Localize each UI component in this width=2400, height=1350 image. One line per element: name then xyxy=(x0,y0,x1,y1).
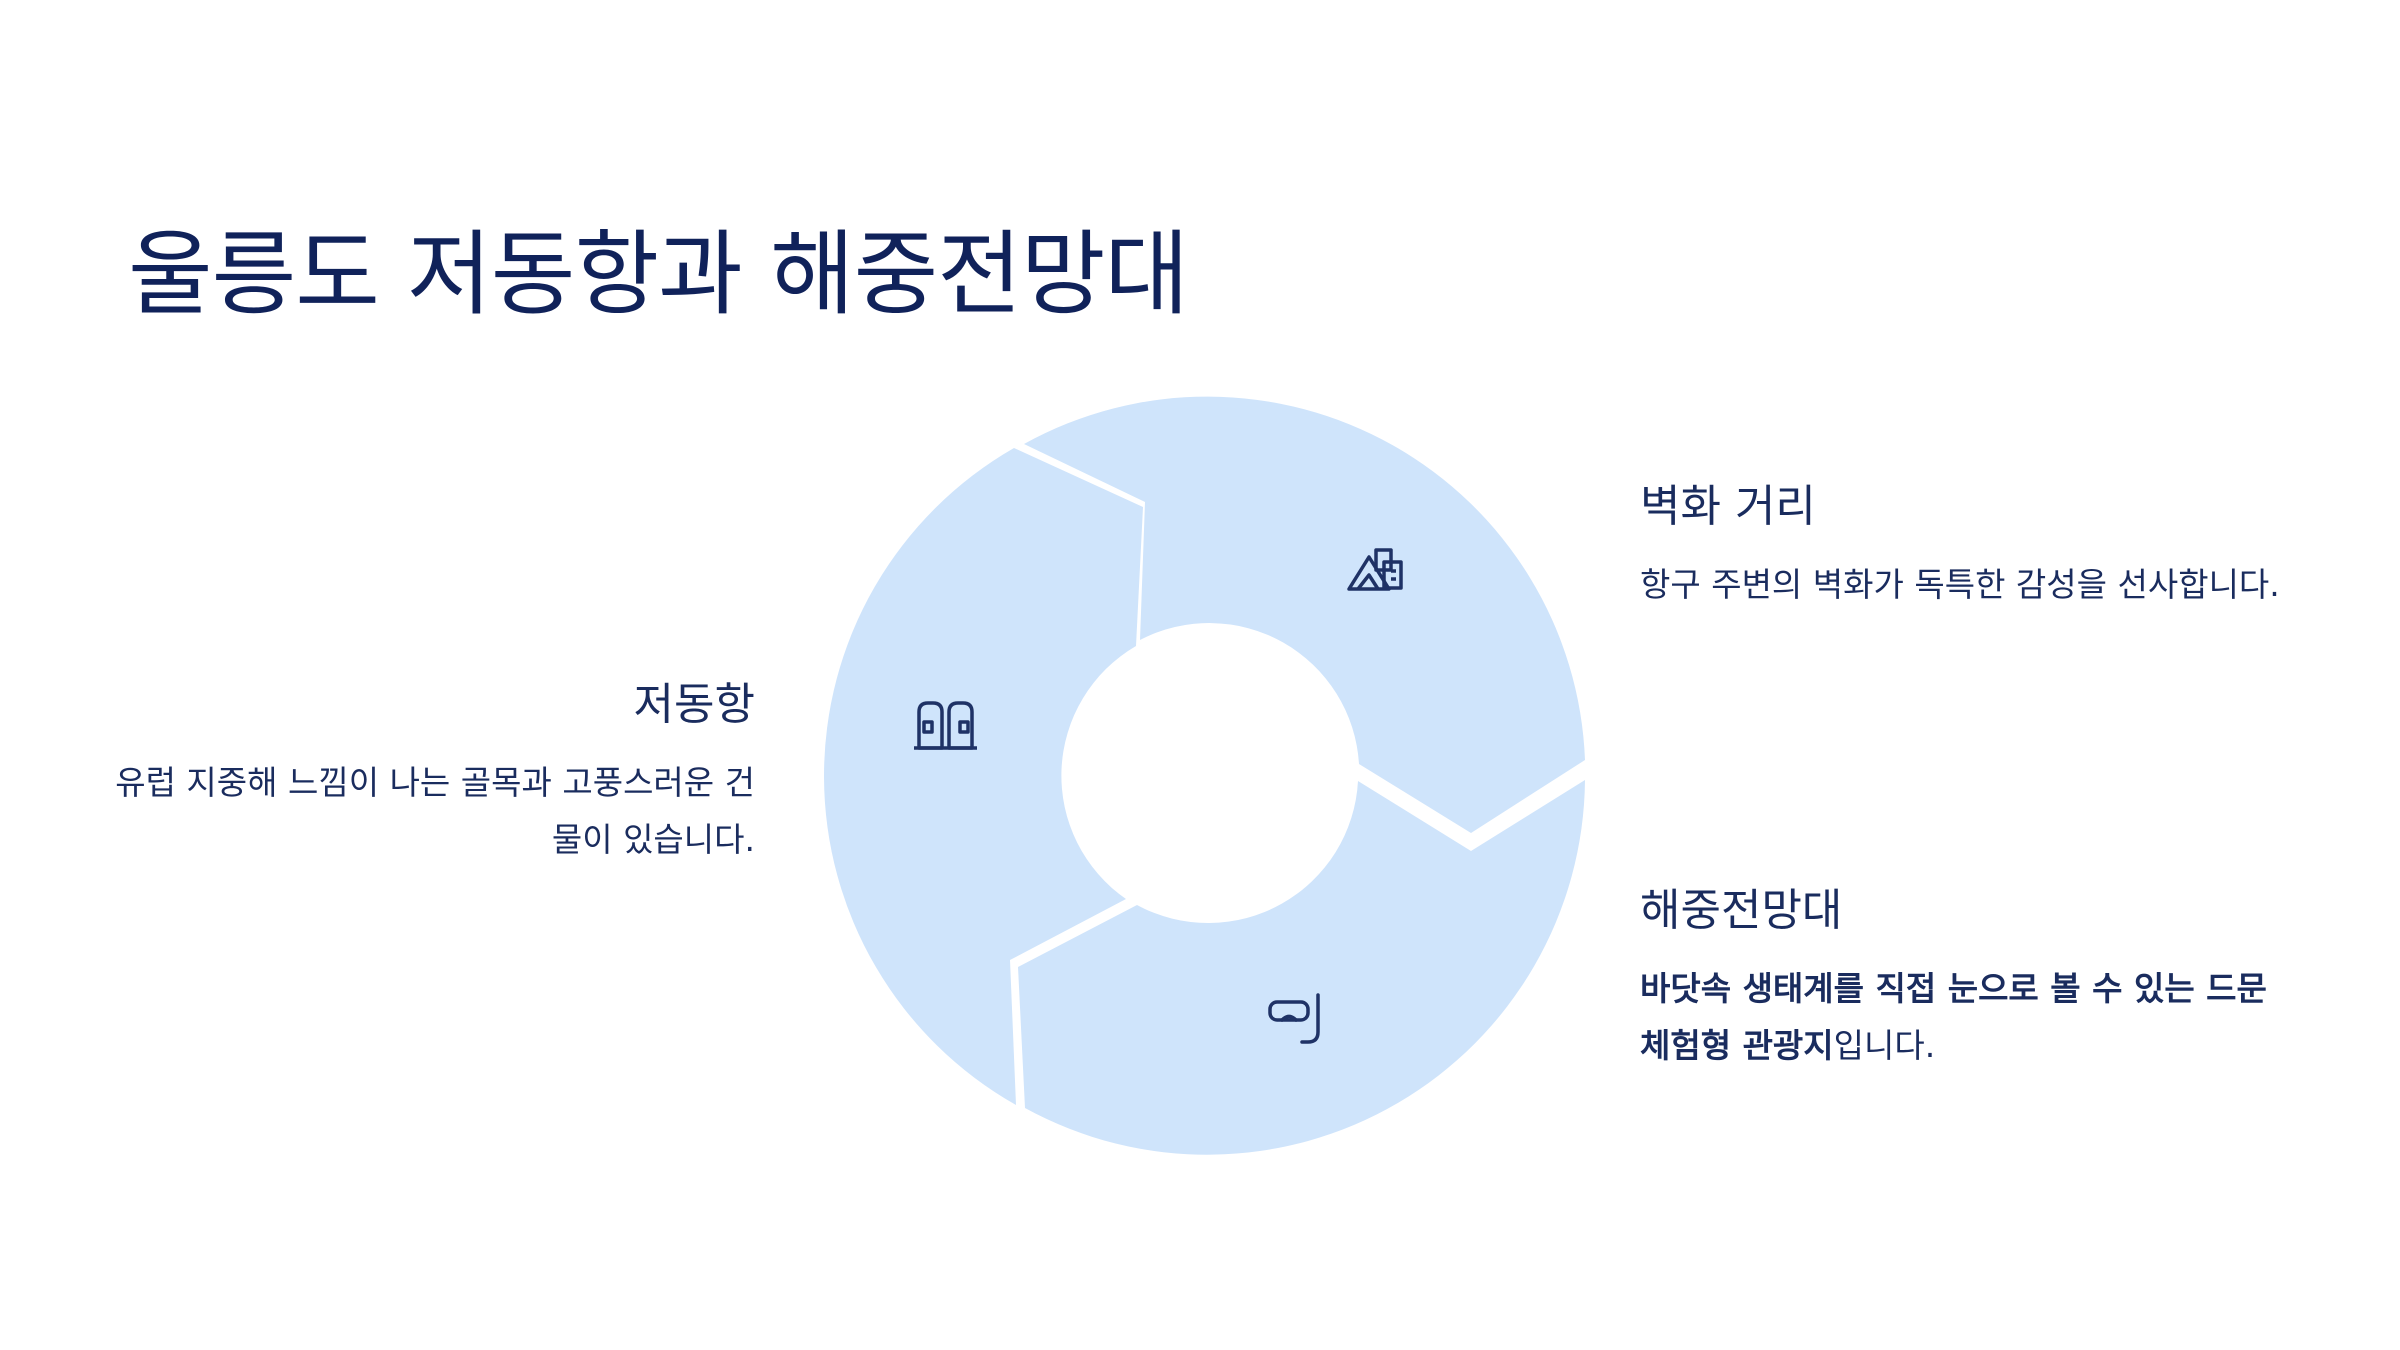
item-underwater: 해중전망대 바닷속 생태계를 직접 눈으로 볼 수 있는 드문 체험형 관광지입… xyxy=(1640,874,2300,1074)
item-description: 항구 주변의 벽화가 독특한 감성을 선사합니다. xyxy=(1640,565,2280,604)
item-description: 바닷속 생태계를 직접 눈으로 볼 수 있는 드문 체험형 관광지입니다. xyxy=(1640,960,2300,1074)
item-heading: 해중전망대 xyxy=(1640,885,1843,936)
item-description-rest: 입니다. xyxy=(1833,1026,1936,1065)
door-icon xyxy=(914,701,977,750)
item-description: 유럽 지중해 느낌이 나는 골목과 고풍스러운 건물이 있습니다. xyxy=(115,763,755,859)
page-title: 울릉도 저동항과 해중전망대 xyxy=(128,221,1189,328)
snorkel-icon xyxy=(1268,993,1320,1044)
item-description-bold: 바닷속 생태계를 직접 눈으로 볼 수 있는 드문 체험형 관광지 xyxy=(1640,969,2267,1065)
item-jeodong: 저동항 유럽 지중해 느낌이 나는 골목과 고풍스러운 건물이 있습니다. xyxy=(115,668,755,868)
item-heading: 벽화 거리 xyxy=(1640,481,1816,532)
segment-mural xyxy=(1024,396,1585,833)
item-mural: 벽화 거리 항구 주변의 벽화가 독특한 감성을 선사합니다. xyxy=(1640,470,2290,613)
segment-underwater xyxy=(1018,780,1585,1155)
item-heading: 저동항 xyxy=(633,679,755,730)
mural-icon xyxy=(1347,548,1403,591)
segment-jeodong xyxy=(824,448,1143,1105)
